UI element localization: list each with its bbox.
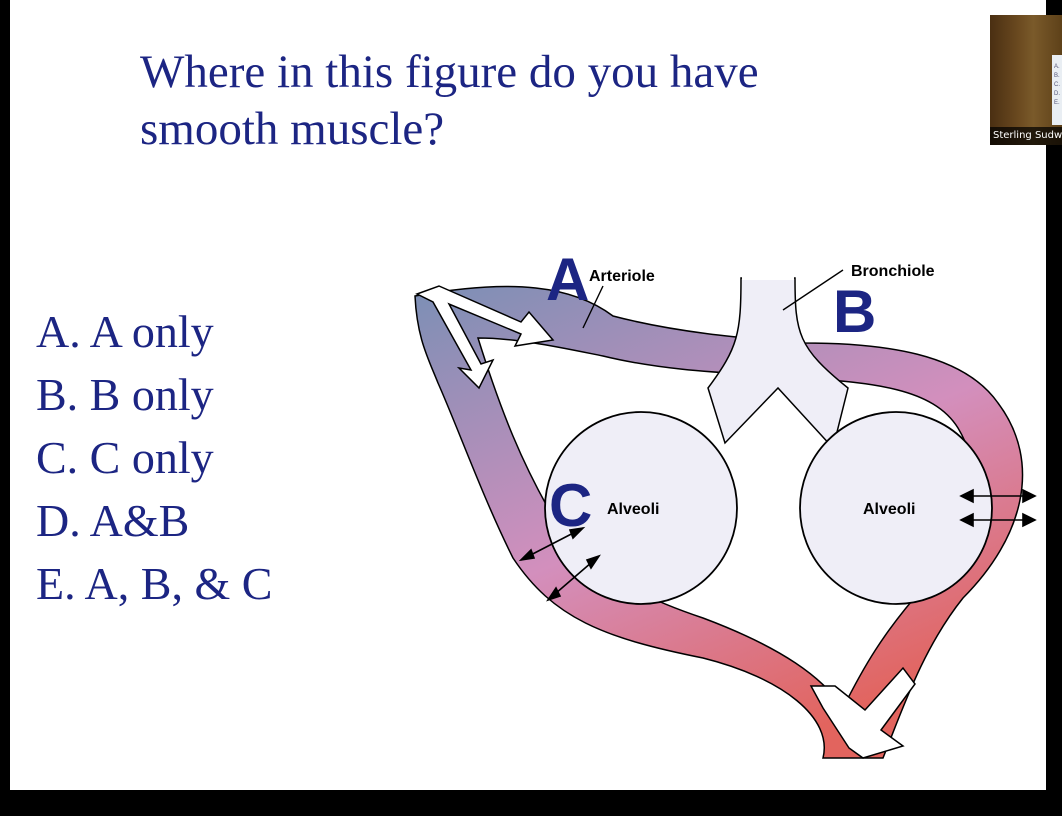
- label-arteriole: Arteriole: [589, 268, 655, 285]
- label-alveoli-left: Alveoli: [607, 501, 659, 518]
- option-c: C. C only: [36, 432, 214, 483]
- option-a: A. A only: [36, 306, 214, 357]
- video-board-text: A. B. C. D. E.: [1054, 64, 1060, 106]
- option-b: B. B only: [36, 369, 214, 420]
- option-e: E. A, B, & C: [36, 558, 273, 609]
- flow-arrow-in-icon: [415, 285, 555, 390]
- marker-c: C: [549, 472, 592, 539]
- gas-exchange-arrows-icon: [518, 488, 1037, 602]
- answer-options: A. A only B. B only C. C only D. A&B E. …: [36, 300, 272, 615]
- label-alveoli-right: Alveoli: [863, 501, 915, 518]
- presentation-slide: Where in this figure do you have smooth …: [10, 0, 1046, 790]
- alveolus-right: [799, 411, 993, 605]
- slide-question: Where in this figure do you have smooth …: [140, 46, 759, 155]
- label-bronchiole: Bronchiole: [851, 263, 935, 280]
- video-whiteboard: [1052, 55, 1062, 125]
- participant-name: Sterling Sudweeks: [990, 127, 1062, 145]
- option-d: D. A&B: [36, 495, 190, 546]
- marker-a: A: [546, 246, 589, 313]
- alveolus-left: [544, 411, 738, 605]
- participant-video-tile[interactable]: A. B. C. D. E. Sterling Sudweeks: [990, 15, 1062, 145]
- lung-circulation-diagram: A Arteriole B Bronchiole C Alveoli Alveo…: [414, 238, 1037, 759]
- flow-arrow-out-icon: [809, 666, 916, 759]
- marker-b: B: [833, 278, 876, 345]
